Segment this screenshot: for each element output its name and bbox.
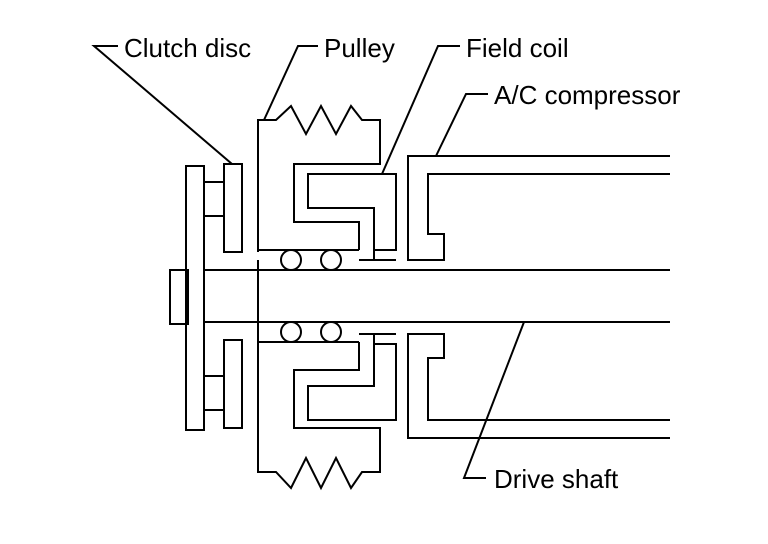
leader-field-coil xyxy=(381,45,460,175)
bearing-upper-1 xyxy=(280,249,302,271)
leader-drive-shaft xyxy=(462,321,525,479)
label-drive-shaft: Drive shaft xyxy=(494,464,619,494)
leader-clutch-disc xyxy=(91,45,233,165)
label-pulley: Pulley xyxy=(324,33,395,63)
bearing-upper-2 xyxy=(320,249,342,271)
bearing-lower-1 xyxy=(280,321,302,343)
bearings xyxy=(257,249,342,343)
compressor-housing xyxy=(407,155,670,439)
pulley-lower xyxy=(257,341,381,491)
leader-lines xyxy=(91,45,525,479)
leader-compressor xyxy=(435,93,488,157)
clutch-disc xyxy=(185,163,243,431)
label-compressor: A/C compressor xyxy=(494,80,681,110)
bearing-lower-2 xyxy=(320,321,342,343)
pulley-upper xyxy=(257,103,381,252)
label-field-coil: Field coil xyxy=(466,33,569,63)
field-coil xyxy=(307,173,397,421)
label-clutch-disc: Clutch disc xyxy=(124,33,251,63)
leader-pulley xyxy=(263,45,318,121)
drive-shaft xyxy=(169,269,670,325)
